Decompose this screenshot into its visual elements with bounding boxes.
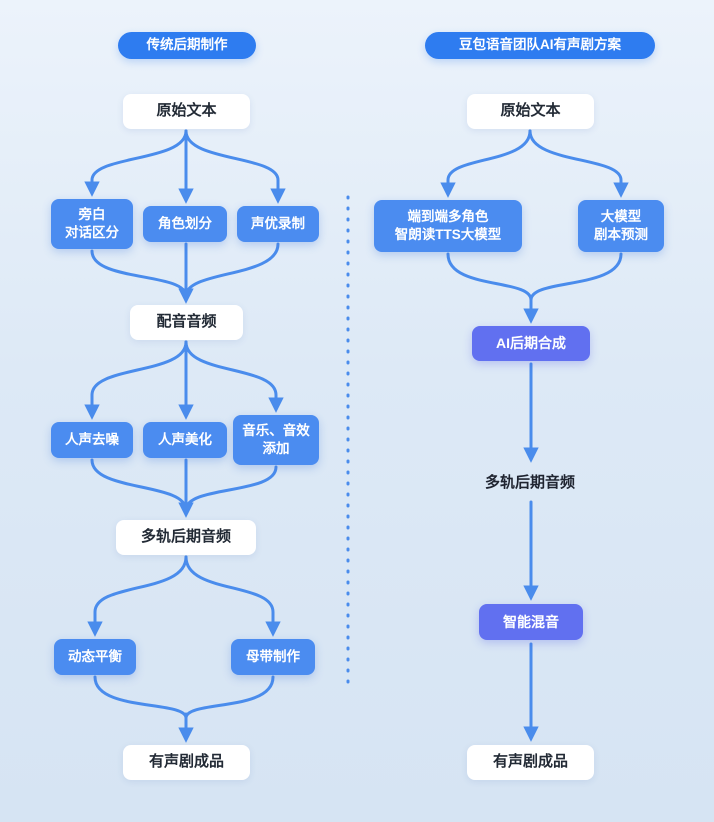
right-node-script-predict: 大模型 剧本预测: [578, 200, 664, 252]
left-node-music-sfx: 音乐、音效 添加: [233, 415, 319, 465]
right-node-ai-synthesis: AI后期合成: [472, 326, 590, 361]
right-column-header: 豆包语音团队AI有声剧方案: [425, 32, 655, 59]
left-column-header: 传统后期制作: [118, 32, 256, 59]
left-node-final-product: 有声剧成品: [123, 745, 250, 780]
left-node-source: 原始文本: [123, 94, 250, 129]
left-node-vocal-denoise: 人声去噪: [51, 422, 133, 458]
right-node-tts-model: 端到端多角色 智朗读TTS大模型: [374, 200, 522, 252]
left-node-narration-dialogue: 旁白 对话区分: [51, 199, 133, 249]
right-node-source: 原始文本: [467, 94, 594, 129]
left-node-dub-audio: 配音音频: [130, 305, 243, 340]
right-node-smart-mix: 智能混音: [479, 604, 583, 640]
left-node-voice-recording: 声优录制: [237, 206, 319, 242]
right-node-final-product: 有声剧成品: [467, 745, 594, 780]
left-node-vocal-beautify: 人声美化: [143, 422, 227, 458]
left-node-multitrack-audio: 多轨后期音频: [116, 520, 256, 555]
left-node-mastering: 母带制作: [231, 639, 315, 675]
left-node-dynamic-balance: 动态平衡: [54, 639, 136, 675]
right-node-multitrack-audio: 多轨后期音频: [484, 473, 575, 491]
left-node-role-division: 角色划分: [143, 206, 227, 242]
